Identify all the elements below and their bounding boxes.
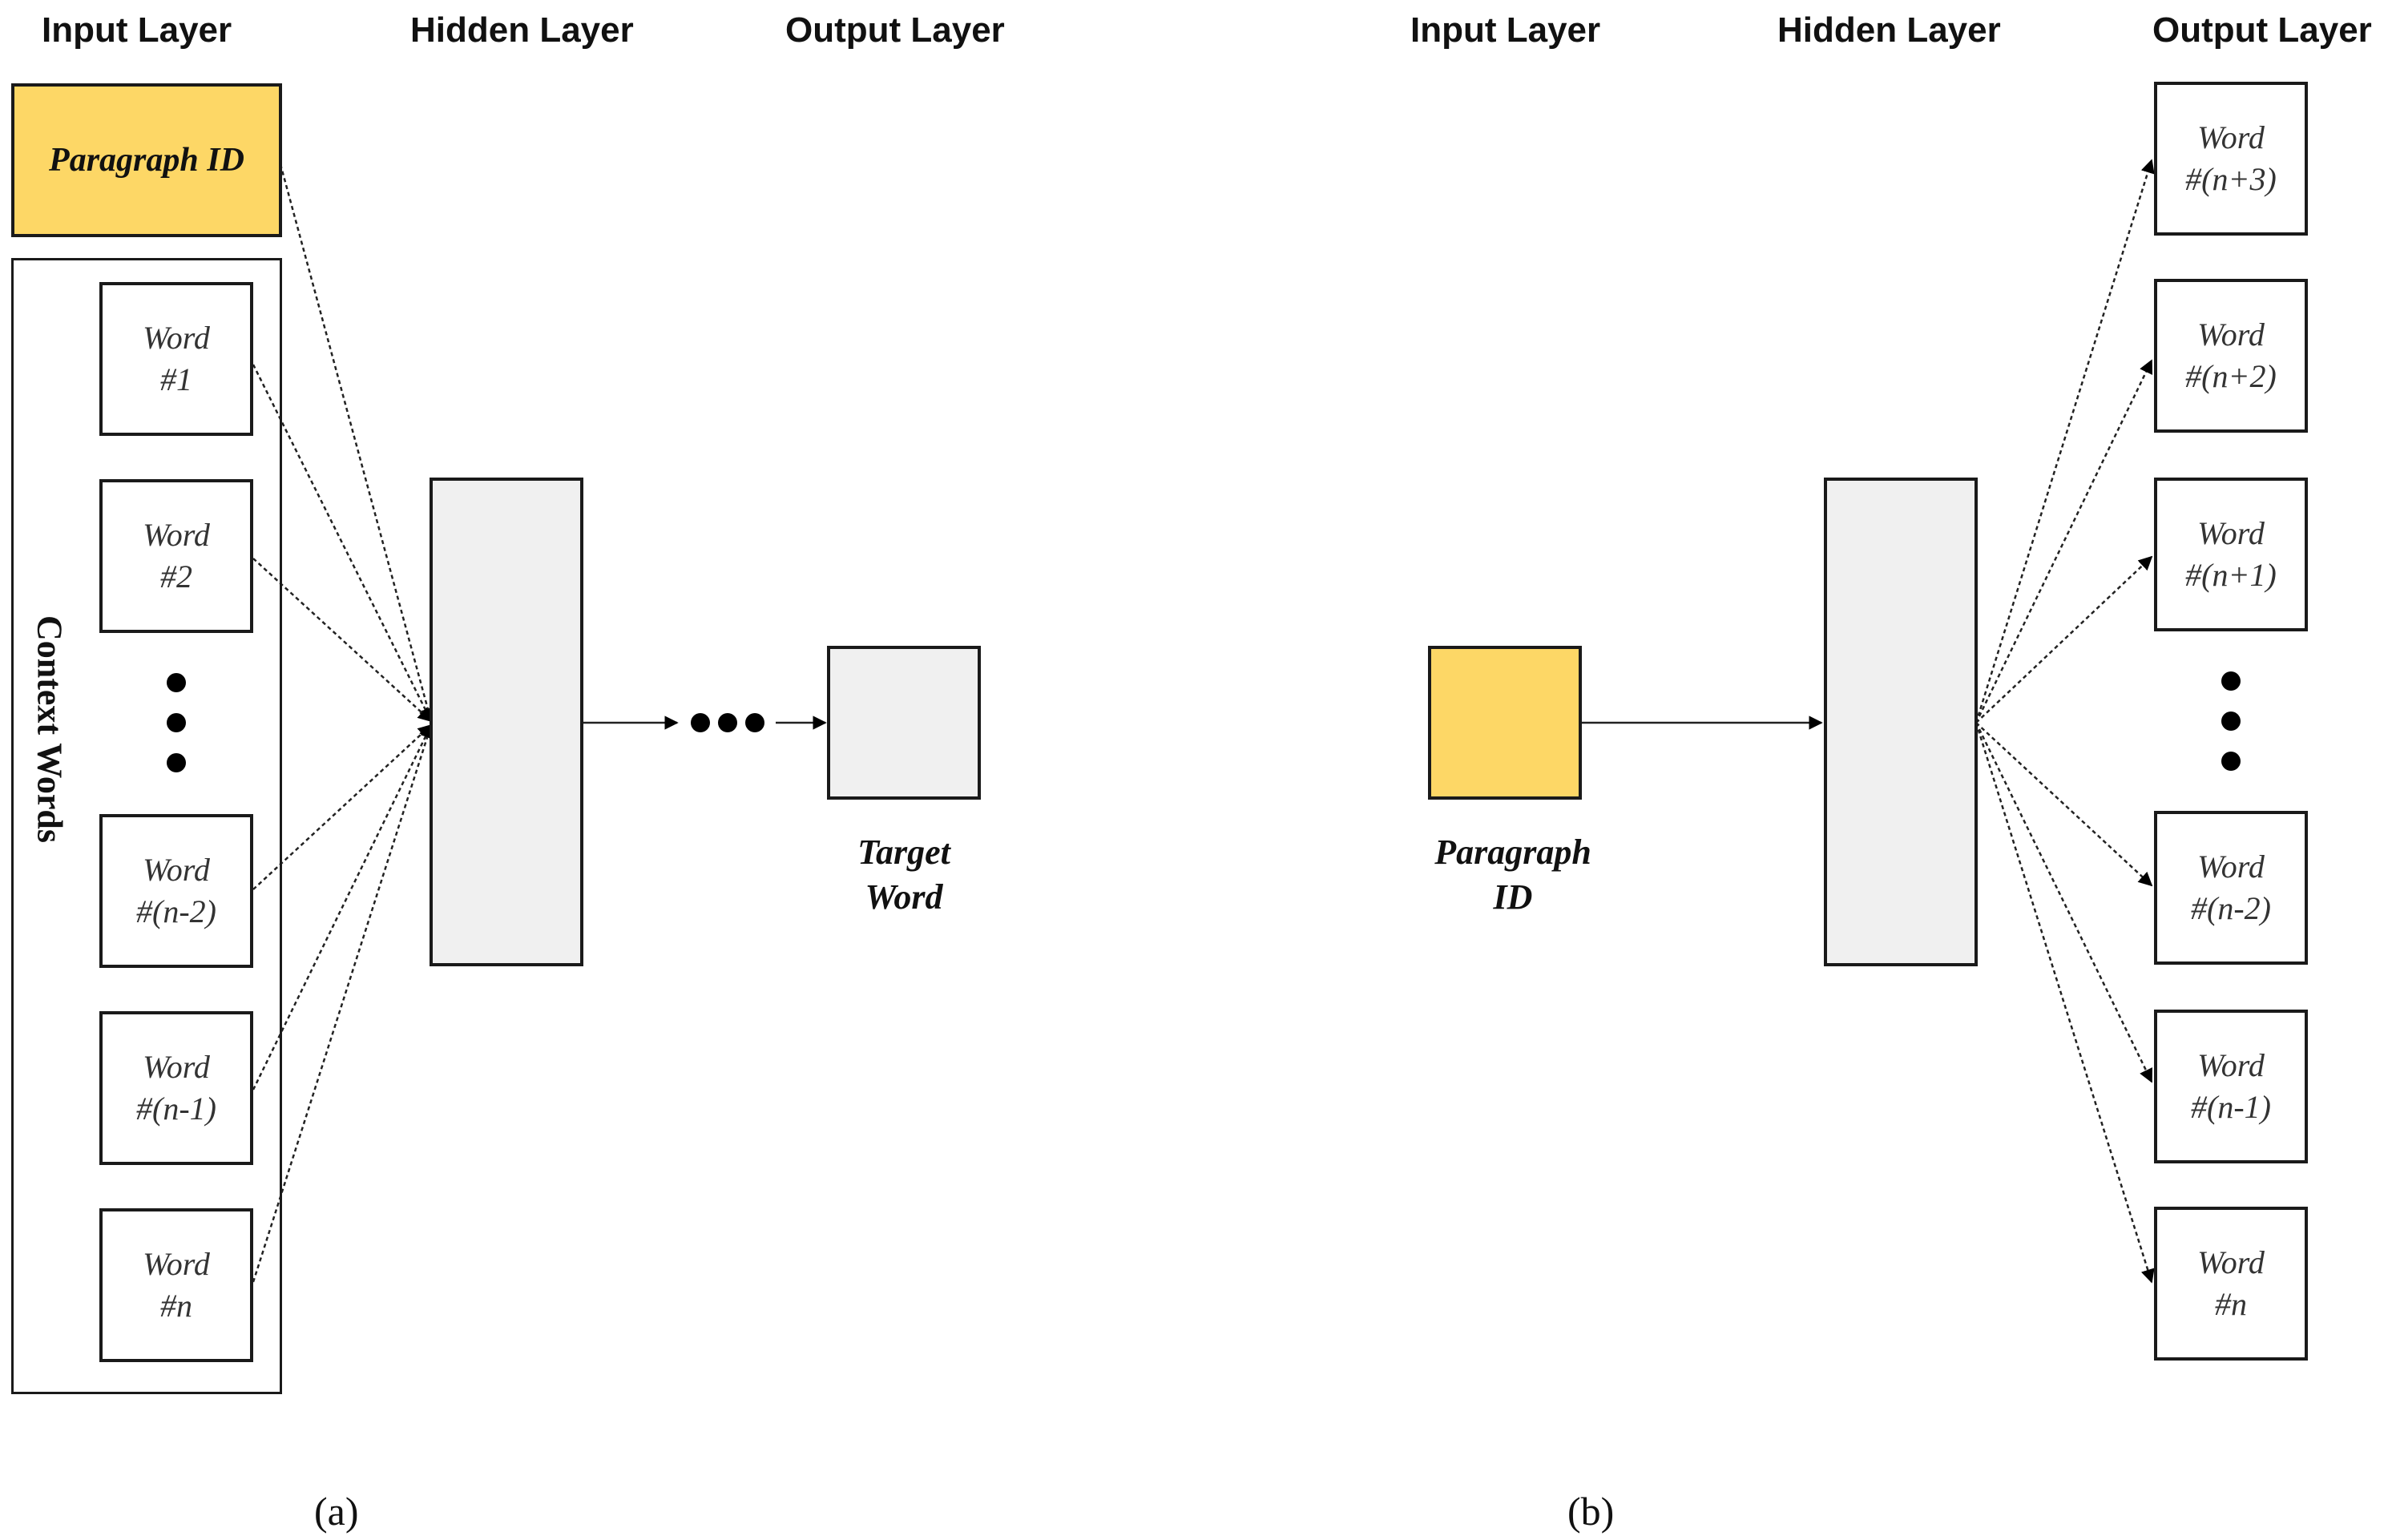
- target-word-label: Target Word: [824, 830, 984, 920]
- panel-b-word-box: Word #(n-1): [2154, 1010, 2308, 1163]
- word-index: #(n+1): [2185, 557, 2277, 593]
- word-label: Word: [2197, 515, 2265, 551]
- paragraph-id-line2: ID: [1493, 877, 1533, 917]
- ellipsis-dot: [2221, 671, 2241, 691]
- word-index: #(n-2): [136, 893, 216, 929]
- ellipsis-dot: [745, 713, 764, 732]
- word-label: Word: [2197, 119, 2265, 155]
- word-label: Word: [143, 1049, 210, 1085]
- panel-b-paragraph-id-box: [1428, 646, 1582, 800]
- panel-b-output-layer-header: Output Layer: [2152, 10, 2372, 50]
- word-label: Word: [143, 852, 210, 888]
- ellipsis-dot: [718, 713, 737, 732]
- word-index: #(n-2): [2191, 890, 2271, 926]
- panel-a-paragraph-id-box: Paragraph ID: [11, 83, 282, 237]
- arrow-word-n1-to-hidden: [252, 724, 433, 1090]
- word-index: #(n-1): [2191, 1089, 2271, 1125]
- arrow-word1-to-hidden: [252, 364, 433, 723]
- panel-a-word-box: Word #(n-2): [99, 814, 253, 968]
- ellipsis-dot: [2221, 712, 2241, 731]
- word-index: #(n-1): [136, 1090, 216, 1127]
- panel-a-target-word-box: [827, 646, 981, 800]
- panel-a-input-arrows: [252, 163, 435, 1283]
- arrow-hidden-to-word-n1minus: [1975, 722, 2153, 1083]
- panel-a-paragraph-id-label: Paragraph ID: [49, 142, 244, 179]
- arrow-hidden-to-word-n2minus: [1975, 722, 2153, 887]
- word-index: #n: [160, 1288, 192, 1324]
- ellipsis-dot: [691, 713, 710, 732]
- word-label: Word: [2197, 1047, 2265, 1083]
- panel-b-output-arrows: [1975, 159, 2155, 1284]
- word-label: Word: [143, 517, 210, 553]
- arrow-hidden-to-wordn-b: [1975, 722, 2155, 1284]
- paragraph-id-line1: Paragraph: [1434, 832, 1591, 872]
- panel-a-input-layer-header: Input Layer: [42, 10, 232, 50]
- word-index: #1: [160, 361, 192, 397]
- panel-b-word-box: Word #(n+3): [2154, 82, 2308, 236]
- ellipsis-dot: [2221, 752, 2241, 771]
- panel-a-caption: (a): [314, 1489, 359, 1534]
- word-index: #n: [2215, 1286, 2247, 1322]
- word-index: #(n+3): [2185, 161, 2277, 197]
- arrow-wordn-to-hidden: [252, 724, 434, 1283]
- panel-a-word-box: Word #n: [99, 1208, 253, 1362]
- arrow-hidden-to-word-n3: [1975, 159, 2155, 724]
- word-index: #2: [160, 558, 192, 595]
- panel-b-paragraph-id-label: Paragraph ID: [1409, 830, 1617, 920]
- panel-b-input-layer-header: Input Layer: [1410, 10, 1601, 50]
- panel-b-word-box: Word #n: [2154, 1207, 2308, 1361]
- word-label: Word: [2197, 316, 2265, 353]
- context-words-label: Context Words: [30, 615, 70, 843]
- panel-b-hidden-layer-box: [1824, 478, 1978, 966]
- word-label: Word: [143, 320, 210, 356]
- panel-a-hidden-layer-header: Hidden Layer: [410, 10, 634, 50]
- arrow-paragraph-to-hidden: [279, 163, 435, 723]
- word-label: Word: [2197, 1244, 2265, 1280]
- target-word-line2: Word: [865, 877, 943, 917]
- panel-b-word-box: Word #(n-2): [2154, 811, 2308, 965]
- ellipsis-dot: [167, 713, 186, 732]
- word-label: Word: [2197, 849, 2265, 885]
- panel-b-word-box: Word #(n+1): [2154, 478, 2308, 631]
- ellipsis-dot: [167, 673, 186, 692]
- panel-a-context-words-group: [11, 258, 282, 1394]
- word-label: Word: [143, 1246, 210, 1282]
- panel-a-hidden-layer-box: [430, 478, 583, 966]
- word-index: #(n+2): [2185, 358, 2277, 394]
- panel-a-output-layer-header: Output Layer: [785, 10, 1005, 50]
- arrow-hidden-to-word-n2plus: [1975, 359, 2153, 724]
- panel-a-word-box: Word #2: [99, 479, 253, 633]
- panel-b-caption: (b): [1567, 1489, 1615, 1534]
- ellipsis-dot: [167, 753, 186, 772]
- panel-a-word-box: Word #1: [99, 282, 253, 436]
- target-word-line1: Target: [857, 832, 950, 872]
- panel-b-word-box: Word #(n+2): [2154, 279, 2308, 433]
- panel-b-hidden-layer-header: Hidden Layer: [1777, 10, 2001, 50]
- panel-a-word-box: Word #(n-1): [99, 1011, 253, 1165]
